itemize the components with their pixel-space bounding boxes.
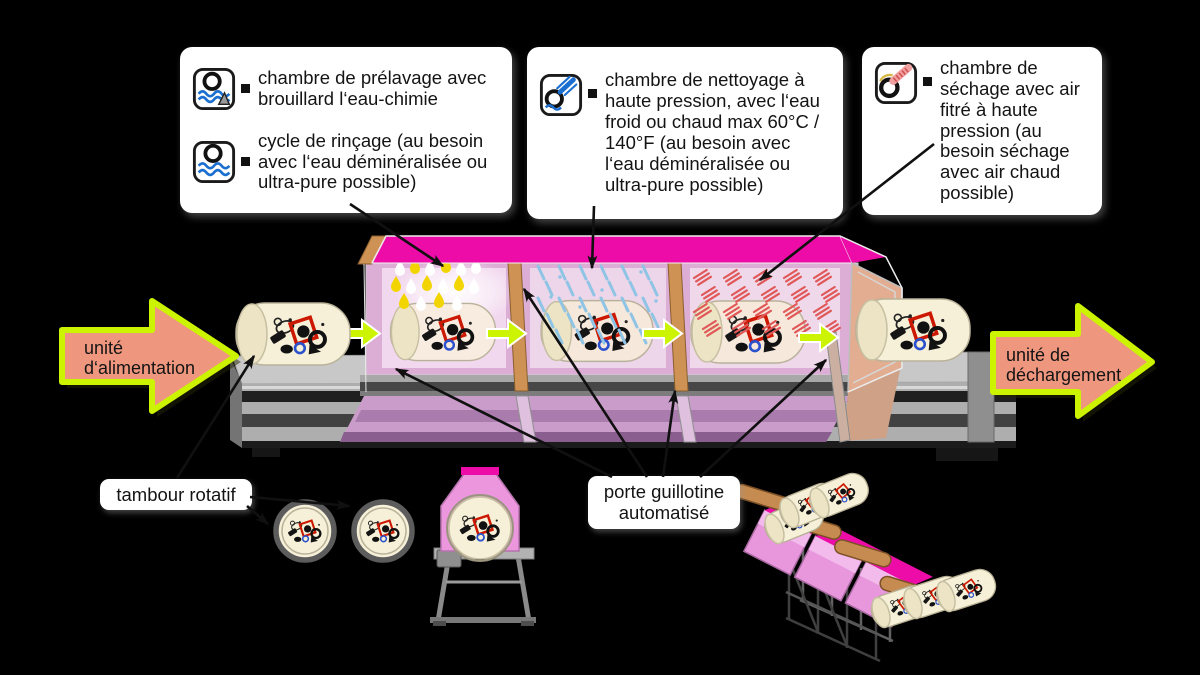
callout-item-high-pressure: chambre de nettoyage à haute pression, a…	[539, 69, 831, 195]
prewash-tub-icon	[192, 67, 236, 111]
output-arrow-label: unité de déchargement	[1006, 345, 1122, 386]
drum-infeed	[236, 303, 350, 365]
bullet-square	[588, 89, 597, 99]
chamber-prewash	[391, 257, 515, 361]
bullet-square	[241, 84, 250, 94]
callout-text: chambre de prélavage avec brouillard l‘e…	[258, 66, 487, 109]
callout-item-rinse: cycle de rinçage (au besoin avec l‘eau d…	[192, 129, 500, 194]
callout-text: chambre de séchage avec air fitré à haut…	[940, 56, 1080, 204]
drum-face-view-1	[276, 502, 334, 560]
rotating-drum-label: tambour rotatif	[100, 479, 252, 511]
drum-face-view-2	[354, 502, 412, 560]
input-arrow-label: unité d‘alimentation	[84, 338, 196, 379]
guillotine-door-label: porte guillotine automatisé	[588, 476, 740, 529]
callout-text: cycle de rinçage (au besoin avec l‘eau d…	[258, 129, 488, 193]
callout-text: chambre de nettoyage à haute pression, a…	[605, 69, 820, 195]
output-arrow	[990, 303, 1157, 422]
bullet-square	[923, 76, 932, 86]
bullet-square	[241, 157, 250, 167]
callout-item-prewash: chambre de prélavage avec brouillard l‘e…	[192, 67, 500, 111]
high-pressure-nozzle-icon	[539, 73, 583, 117]
callout-prewash-rinse: chambre de prélavage avec brouillard l‘e…	[180, 47, 512, 213]
rinse-tub-icon	[192, 140, 236, 184]
callout-high-pressure: chambre de nettoyage à haute pression, a…	[527, 47, 843, 219]
callout-drying: chambre de séchage avec air fitré à haut…	[862, 47, 1102, 215]
drum-outfeed	[856, 299, 970, 361]
drying-air-icon	[874, 61, 918, 105]
callout-item-drying: chambre de séchage avec air fitré à haut…	[874, 56, 1090, 204]
drum-machine-front-view	[430, 467, 536, 626]
